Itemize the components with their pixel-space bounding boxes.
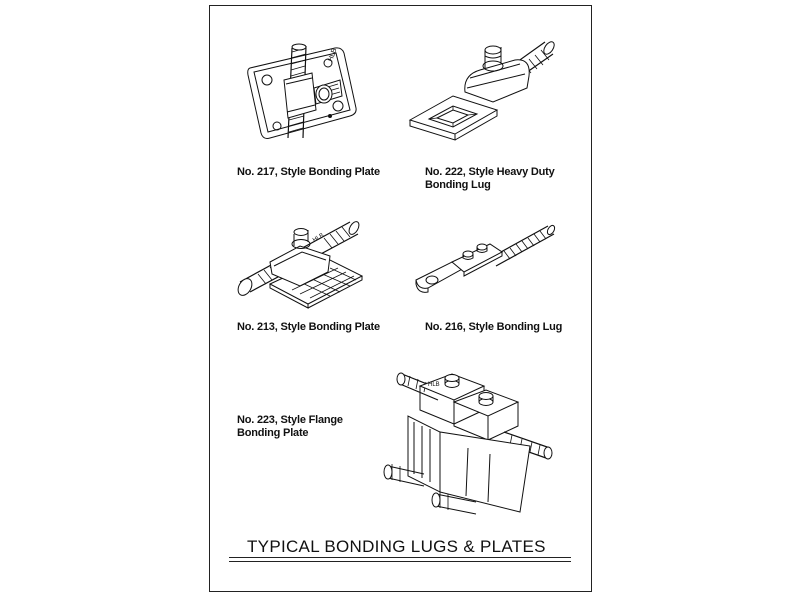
- caption-223: No. 223, Style Flange Bonding Plate: [237, 414, 343, 440]
- caption-213-line-1: No. 213, Style Bonding Plate: [237, 321, 380, 333]
- caption-222-line-2: Bonding Lug: [425, 179, 491, 191]
- figure-223-flange-bonding-plate: HLB: [380, 356, 560, 526]
- figure-216-bonding-lug: [410, 218, 560, 308]
- figure-222-heavy-duty-lug: [405, 30, 565, 140]
- caption-216-line-1: No. 216, Style Bonding Lug: [425, 321, 563, 333]
- caption-223-line-1: No. 223, Style Flange: [237, 414, 343, 426]
- figure-213-bonding-plate: HLB: [230, 212, 370, 312]
- figure-217-stamp: HLB: [327, 47, 338, 63]
- figure-213-stamp: HLB: [312, 233, 325, 244]
- drawing-title: TYPICAL BONDING LUGS & PLATES: [247, 537, 546, 556]
- title-underline-2: [229, 561, 571, 562]
- figure-223-stamp: HLB: [428, 382, 440, 388]
- caption-217-line-1: No. 217, Style Bonding Plate: [237, 166, 380, 178]
- title-underline-1: [229, 557, 571, 558]
- figure-217-bonding-plate: HLB: [240, 28, 370, 148]
- caption-222-line-1: No. 222, Style Heavy Duty: [425, 166, 555, 178]
- caption-222: No. 222, Style Heavy Duty Bonding Lug: [425, 166, 555, 192]
- caption-223-line-2: Bonding Plate: [237, 427, 309, 439]
- caption-217: No. 217, Style Bonding Plate: [237, 166, 380, 179]
- caption-216: No. 216, Style Bonding Lug: [425, 321, 562, 334]
- caption-213: No. 213, Style Bonding Plate: [237, 321, 380, 334]
